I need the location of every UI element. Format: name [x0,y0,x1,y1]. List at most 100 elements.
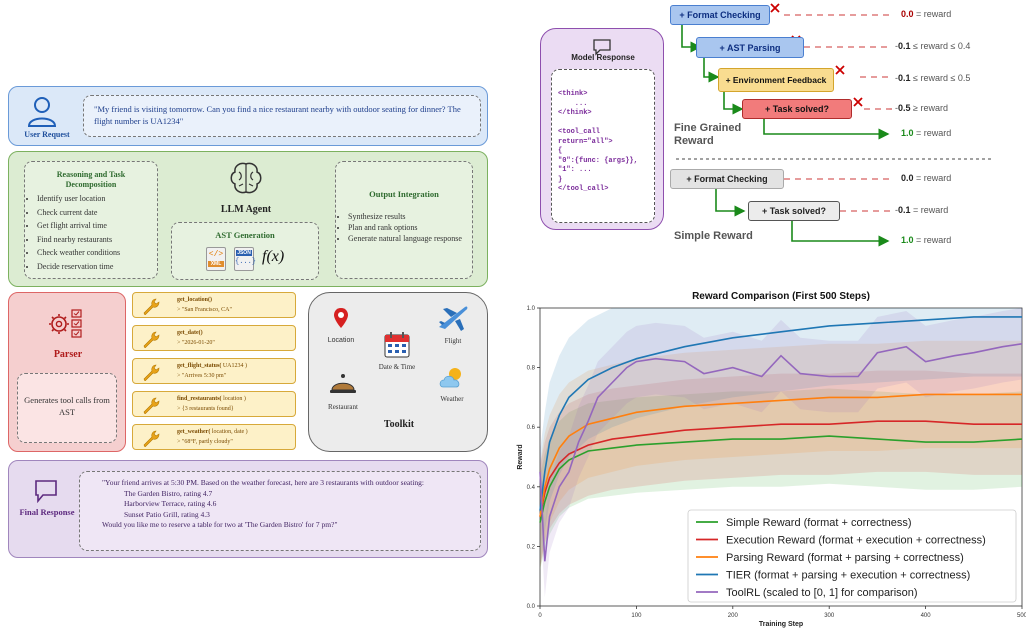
wrench-icon [143,430,160,447]
reasoning-item: Decide reservation time [37,260,157,274]
x-tick-label: 400 [921,613,932,619]
tool-call-function: get_location() [177,297,212,303]
series-line [539,343,1023,562]
tool-call-function: find_restaurants( location ) [177,396,246,402]
brain-icon [230,162,262,194]
simple-task-solved-box: + Task solved? [748,201,840,221]
toolkit-flight-label: Flight [444,337,462,345]
output-list: Synthesize resultsPlan and rank optionsG… [336,211,472,244]
series-band [540,370,1022,568]
simple-reward-task: -0.1 = reward [895,205,949,215]
output-item: Synthesize results [348,211,472,222]
x-tick-label: 500 [1017,613,1026,619]
legend-label: Parsing Reward (format + parsing + corre… [726,552,964,564]
toolkit-restaurant-label: Restaurant [328,403,358,411]
fine-reward-ast: -0.1 ≤ reward ≤ 0.4 [895,41,971,51]
fine-reward-final: 1.0 = reward [901,128,952,138]
code-line: return="all"> [558,137,613,146]
output-integration-title: Output Integration [369,189,439,199]
user-request-box: "My friend is visiting tomorrow. Can you… [83,95,481,137]
series-line [539,393,1022,517]
xml-file-icon: </> XML [206,247,226,271]
model-response-title: Model Response [571,53,635,62]
final-response-label: Final Response [19,507,75,517]
code-line: </think> [558,109,592,117]
final-response-box: "Your friend arrives at 5:30 PM. Based o… [79,471,481,551]
fine-reward-format: 0.0 = reward [901,9,952,19]
y-axis-label: Reward [517,444,524,469]
model-response-panel: Model Response <think> ...</think><tool_… [540,28,664,230]
toolkit-location-label: Location [327,337,355,344]
tool-call-4: find_restaurants( location ) > {3 restaur… [132,391,296,417]
ast-generation-title: AST Generation [215,230,275,240]
x-tick-label: 200 [728,613,739,619]
llm-agent-panel: Reasoning and Task Decomposition Identif… [8,151,488,287]
code-line: <tool_call [558,128,601,136]
wrench-icon [143,331,160,348]
toolkit-panel: Location Date & Time Flight Restaurant W… [308,292,488,452]
final-response-text: "Your friend arrives at 5:30 PM. Based o… [102,478,424,529]
tool-call-result: > {3 restaurants found} [177,406,234,412]
output-item: Plan and rank options [348,222,472,233]
function-icon: f(x) [262,248,285,265]
y-tick-label: 1.0 [527,306,536,312]
simple-reward-format: 0.0 = reward [901,173,952,183]
series-band [540,308,1022,598]
reward-flow-connectors [676,3,992,247]
fine-task-solved-box: + Task solved? [742,99,852,119]
simple-reward-label: Simple Reward [674,230,753,242]
user-request-text: "My friend is visiting tomorrow. Can you… [94,104,461,126]
code-line: { [558,147,563,155]
fine-grained-reward-label: Fine Grained Reward [674,122,742,147]
json-file-icon: JSON {...} [234,247,256,271]
tool-call-result: > "68°F, partly cloudy" [177,439,233,445]
x-axis-label: Training Step [759,621,803,628]
series-band [540,340,1022,571]
user-request-label: User Request [24,130,70,139]
chart-title: Reward Comparison (First 500 Steps) [692,291,870,302]
x-tick-label: 0 [538,613,542,619]
tool-call-5: get_weather( location, date )> "68°F, pa… [132,424,296,450]
parser-title: Parser [53,349,83,360]
legend-box [687,509,1017,603]
series-line [539,316,1022,511]
code-line: "0":{func: {args}}, [558,156,638,165]
tool-call-1: get_location()> "San Francisco, CA" [132,292,296,318]
chat-bubble-icon [35,480,57,503]
legend-label: ToolRL (scaled to [0, 1] for comparison) [726,587,918,599]
legend-label: Simple Reward (format + correctness) [726,517,912,529]
tool-call-function: get_date() [177,330,203,336]
y-tick-label: 0.8 [527,366,536,372]
code-line: </tool_call> [558,185,609,193]
calendar-icon [384,332,410,358]
y-tick-label: 0.4 [527,485,536,491]
wrench-icon [143,364,160,381]
reasoning-item: Identify user location [37,192,157,206]
location-pin-icon [334,308,348,328]
wrench-icon [143,298,160,315]
fine-reward-env: -0.1 ≤ reward ≤ 0.5 [895,73,971,83]
user-icon [27,97,57,127]
y-tick-label: 0.6 [527,425,536,431]
reasoning-item: Get flight arrival time [37,219,157,233]
airplane-icon [439,306,468,331]
simple-format-checking-box: + Format Checking [670,169,784,189]
wrench-icon [143,397,160,414]
series-band [540,308,1022,571]
tool-call-3: get_flight_status( UA1234 )> "Arrives 5:… [132,358,296,384]
parser-text: Generates tool calls from AST [24,395,110,417]
toolkit-weather-label: Weather [440,395,464,403]
weather-icon [439,368,461,388]
fine-environment-feedback-box: + Environment Feedback [718,68,834,92]
parser-panel: Parser Generates tool calls from AST [8,292,126,452]
code-line: "1": ... [558,166,592,174]
tool-call-2: get_date() > "2026-01-20" [132,325,296,351]
tool-call-result: > "2026-01-20" [177,340,215,346]
output-item: Generate natural language response [348,233,472,244]
fine-format-checking-box: + Format Checking [670,5,770,25]
gear-checklist-icon [49,309,82,338]
reasoning-list: Identify user locationCheck current date… [25,192,157,273]
